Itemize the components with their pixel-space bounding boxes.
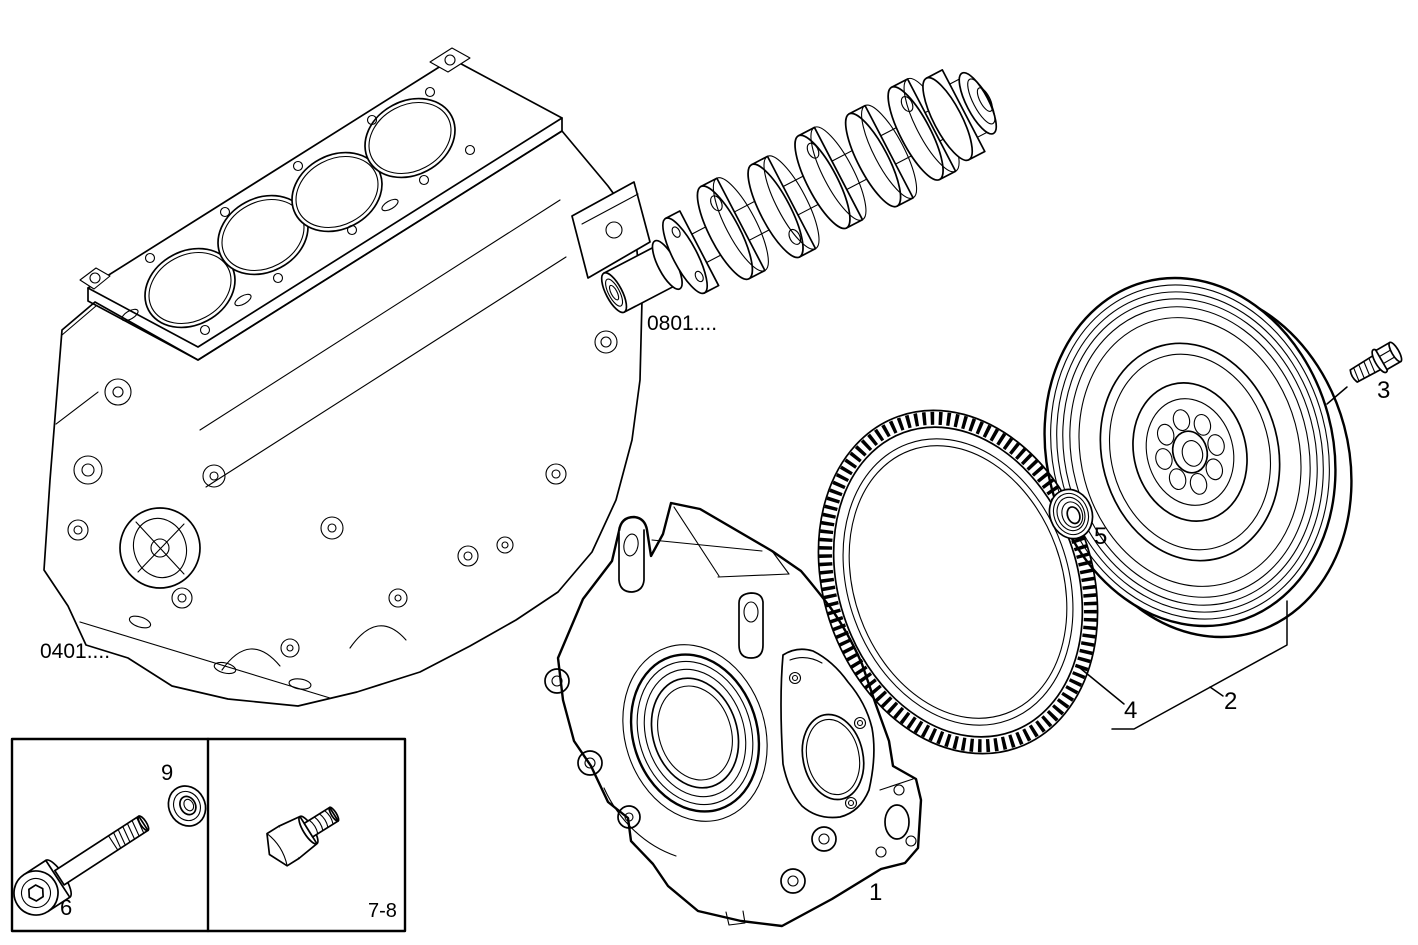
callout-leaders	[1079, 386, 1348, 730]
callout-part-2: 2	[1224, 688, 1237, 715]
crankshaft-drawing	[600, 69, 998, 314]
legend-washer-drawing	[167, 785, 207, 827]
callout-part-1: 1	[869, 879, 882, 906]
bushing-drawing	[1048, 488, 1094, 540]
flywheel-drawing	[1043, 276, 1353, 639]
ref-crankshaft: 0801....	[647, 312, 717, 335]
flywheel-bolt-drawing	[1349, 341, 1403, 383]
cylinder-bores	[144, 97, 456, 329]
callout-part-6: 6	[60, 895, 72, 920]
housing-cover-drawing	[544, 501, 923, 928]
legend-box	[10, 737, 407, 933]
legend-short-bolt-drawing	[266, 806, 340, 867]
flywheel-bolt-holes	[1155, 409, 1225, 495]
crank-webs	[696, 77, 960, 281]
labels: 0401.... 0801.... 1 2 3 4 5 6 9 7-8	[40, 312, 1390, 922]
leader-part-3	[1326, 386, 1348, 405]
leader-part-4	[1079, 667, 1125, 705]
engine-block-drawing	[43, 47, 651, 707]
ref-engine-block: 0401....	[40, 640, 110, 663]
callout-part-4: 4	[1124, 697, 1137, 724]
cover-seal-bore	[622, 644, 768, 822]
callout-part-5: 5	[1094, 523, 1107, 550]
callout-part-3: 3	[1377, 377, 1390, 404]
legend-long-bolt-drawing	[13, 815, 150, 916]
callout-part-7-8: 7-8	[368, 900, 397, 922]
callout-part-9: 9	[161, 760, 173, 785]
